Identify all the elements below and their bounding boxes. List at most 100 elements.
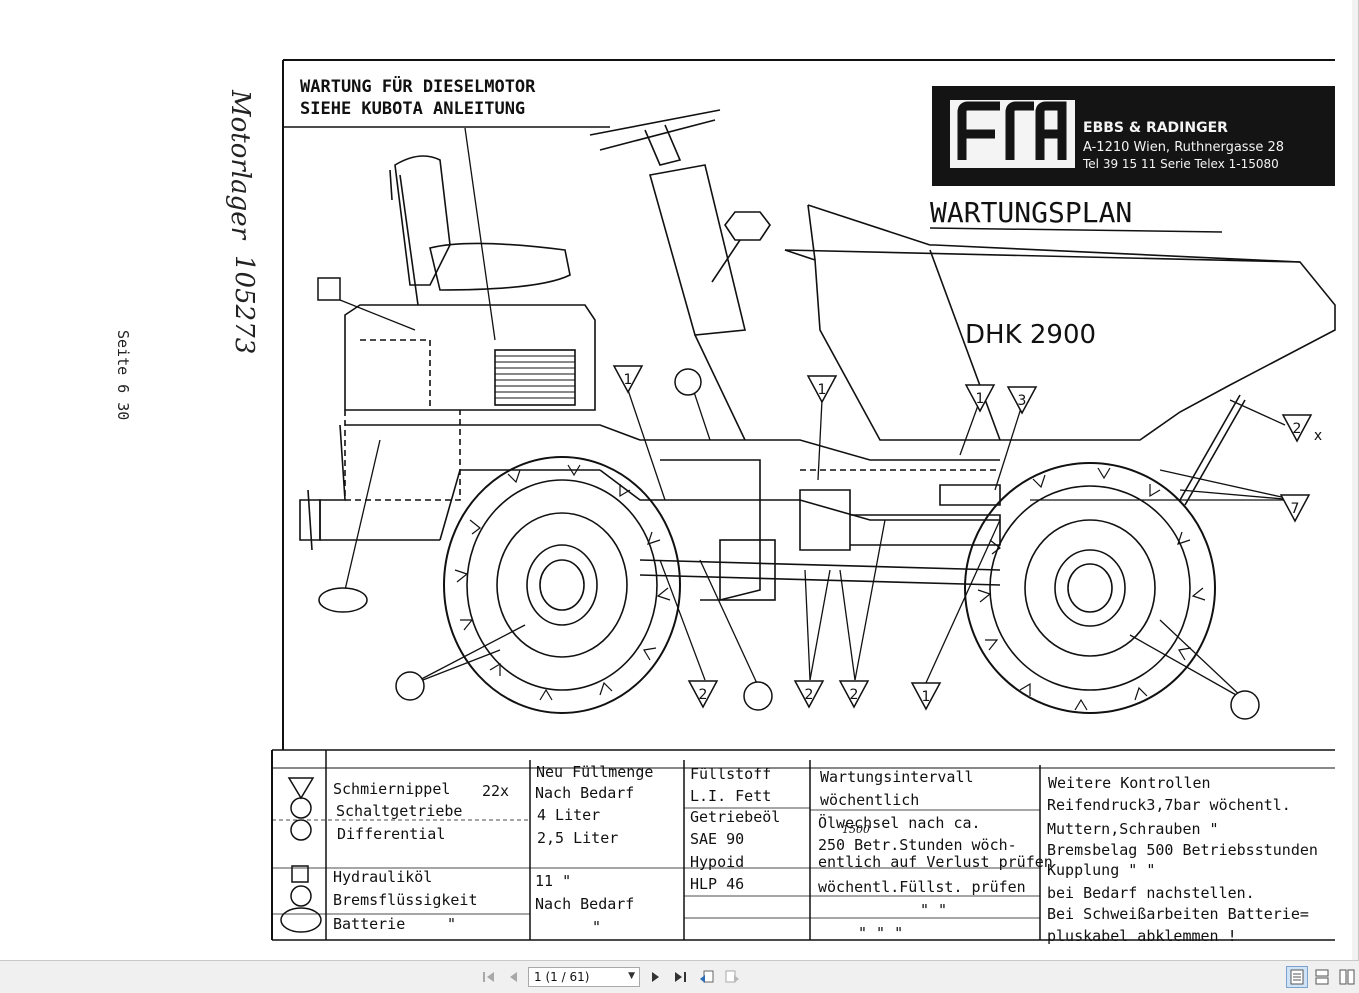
continuous-view-icon[interactable] (1311, 966, 1333, 988)
navigation-toolbar: 1 (1 / 61) ▼ (0, 960, 1359, 993)
page-reference: Seite 6 30 (114, 330, 132, 420)
table-text: Neu Füllmenge Füllstoff Wartungsinterval… (333, 763, 1318, 945)
company-contact: Tel 39 15 11 Serie Telex 1-15080 (1082, 157, 1279, 171)
grease-triangle-marker (793, 680, 825, 709)
callout-leaders (339, 127, 1296, 701)
callout-symbols (317, 277, 1313, 720)
table-cell: L.I. Fett (690, 787, 771, 805)
company-logo-block: EBBS & RADINGER A-1210 Wien, Ruthnergass… (932, 86, 1335, 186)
table-cell: Schaltgetriebe (336, 802, 462, 820)
table-cell: Schmiernippel (333, 780, 450, 798)
table-cell: Nach Bedarf (535, 784, 634, 802)
table-cell: Nach Bedarf (535, 895, 634, 913)
callout-number: 2 (850, 687, 859, 703)
previous-page-icon[interactable] (503, 967, 523, 987)
callout-number: 2 (805, 687, 814, 703)
page-select-value: 1 (1 / 61) (534, 970, 590, 984)
table-cell: " " " (858, 924, 903, 942)
callout-number: 2 (699, 687, 708, 703)
callout-number: 3 (1018, 393, 1027, 409)
table-cell: Ölwechsel nach ca. (818, 813, 981, 832)
gearbox-circle-marker (674, 368, 702, 396)
callout-number: 7 (1291, 501, 1300, 517)
hydraulic-oil-square-marker (317, 277, 341, 301)
callout-number: 1 (922, 689, 931, 705)
table-cell: " " (920, 901, 947, 919)
engine-notice: WARTUNG FÜR DIESELMOTOR SIEHE KUBOTA ANL… (282, 70, 610, 130)
grease-triangle-marker (687, 680, 719, 709)
column-header: Weitere Kontrollen (1048, 774, 1211, 792)
single-page-view-icon[interactable] (1286, 966, 1308, 988)
table-cell: " (592, 918, 601, 936)
weitere-line: Kupplung " " (1047, 861, 1155, 879)
company-address: A-1210 Wien, Ruthnergasse 28 (1083, 140, 1284, 155)
table-cell: " (447, 915, 456, 933)
table-cell: entlich auf Verlust prüfen (818, 853, 1053, 871)
gearbox-circle-marker (395, 671, 425, 701)
grease-triangle-marker (910, 682, 942, 711)
table-cell: SAE 90 (690, 830, 744, 848)
next-page-icon[interactable] (646, 967, 666, 987)
grease-triangle-marker (1279, 494, 1311, 523)
grease-triangle-marker (838, 680, 870, 709)
notice-line-1: WARTUNG FÜR DIESELMOTOR (300, 75, 536, 97)
table-cell: Bremsflüssigkeit (333, 891, 478, 909)
table-cell: wöchentlich (820, 791, 919, 809)
table-cell: 22x (482, 782, 509, 800)
viewer-scrollbar[interactable] (1352, 0, 1358, 960)
go-back-icon[interactable] (697, 967, 717, 987)
chevron-down-icon: ▼ (628, 971, 635, 981)
table-cell: 4 Liter (537, 806, 600, 824)
scanned-page: Motorlager 105273 Seite 6 30 WARTUNG FÜR… (114, 59, 1336, 945)
grease-triangle-marker (806, 375, 838, 404)
grease-triangle-marker (964, 384, 996, 413)
table-cell: Differential (337, 825, 445, 843)
column-header: Wartungsintervall (820, 768, 974, 786)
callout-number: 1 (976, 391, 985, 407)
grease-triangle-marker (612, 365, 644, 394)
notice-line-2: SIEHE KUBOTA ANLEITUNG (300, 99, 525, 119)
table-cell: 250 Betr.Stunden wöch- (818, 836, 1017, 854)
weitere-line: Bei Schweißarbeiten Batterie= (1047, 905, 1309, 923)
first-page-icon[interactable] (479, 967, 499, 987)
callout-number: 2 (1293, 421, 1302, 437)
grease-triangle-marker (1006, 386, 1038, 415)
table-cell: Hypoid (690, 853, 744, 871)
handwritten-note: Motorlager (225, 89, 255, 241)
model-label: DHK 2900 (965, 320, 1096, 350)
grease-triangle-marker (1281, 414, 1313, 443)
weitere-line: pluskabel abklemmen ! (1047, 927, 1237, 945)
table-cell: 2,5 Liter (537, 829, 618, 847)
document-viewer[interactable]: Motorlager 105273 Seite 6 30 WARTUNG FÜR… (0, 0, 1359, 960)
weitere-line: Muttern,Schrauben " (1047, 820, 1219, 838)
table-cell: HLP 46 (690, 875, 744, 893)
table-cell: Hydrauliköl (333, 868, 432, 886)
weitere-line: bei Bedarf nachstellen. (1047, 884, 1255, 902)
margin-notes: Motorlager 105273 Seite 6 30 (114, 89, 259, 420)
table-cell: wöchentl.Füllst. prüfen (818, 878, 1026, 896)
callout-suffix: x (1314, 428, 1322, 444)
battery-oval-marker (318, 587, 368, 613)
handwritten-annotation: 1500 (842, 823, 870, 836)
company-name: EBBS & RADINGER (1083, 120, 1228, 136)
go-forward-icon[interactable] (722, 967, 742, 987)
page-select[interactable]: 1 (1 / 61) ▼ (528, 967, 640, 987)
differential-circle-marker (1230, 690, 1260, 720)
callout-number: 1 (624, 372, 633, 388)
handwritten-number: 105273 (229, 255, 259, 354)
weitere-line: Bremsbelag 500 Betriebsstunden (1047, 841, 1318, 859)
column-header: Neu Füllmenge (536, 763, 653, 781)
document-title: WARTUNGSPLAN (930, 196, 1132, 229)
callout-number: 1 (818, 382, 827, 398)
column-header: Füllstoff (690, 765, 771, 783)
table-cell: Batterie (333, 915, 405, 933)
maintenance-table (272, 749, 1335, 941)
weitere-line: Reifendruck3,7bar wöchentl. (1047, 796, 1291, 814)
facing-pages-view-icon[interactable] (1336, 966, 1358, 988)
last-page-icon[interactable] (670, 967, 690, 987)
callout-numbers: 1 1 1 3 2 x 7 2 2 2 1 (624, 372, 1323, 705)
differential-circle-marker (743, 681, 773, 711)
dumper-drawing (299, 109, 1336, 714)
table-cell: Getriebeöl (690, 808, 780, 826)
table-cell: 11 " (535, 872, 571, 890)
